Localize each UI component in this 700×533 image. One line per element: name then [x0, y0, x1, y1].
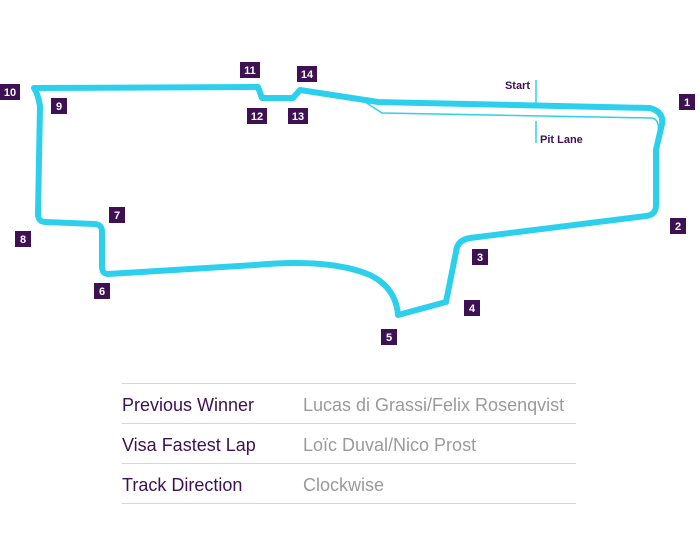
turn-marker-5: 5 — [381, 329, 397, 345]
svg-text:11: 11 — [244, 65, 256, 77]
svg-text:9: 9 — [56, 101, 62, 113]
pit-lane-line — [361, 99, 660, 151]
info-row-fastest-lap: Visa Fastest Lap Loïc Duval/Nico Prost — [122, 424, 576, 464]
svg-text:13: 13 — [292, 111, 304, 123]
start-label: Start — [505, 80, 530, 92]
info-label: Track Direction — [122, 475, 243, 495]
turn-marker-6: 6 — [94, 283, 110, 299]
track-outline — [31, 84, 666, 318]
svg-text:5: 5 — [386, 332, 392, 344]
turn-marker-4: 4 — [464, 300, 480, 316]
info-value: Lucas di Grassi/Felix Rosenqvist — [303, 395, 565, 415]
turn-marker-3: 3 — [472, 249, 488, 265]
turn-marker-12: 12 — [247, 108, 267, 124]
turn-marker-10: 10 — [0, 84, 20, 100]
svg-text:10: 10 — [4, 87, 16, 99]
pit-lane-label: Pit Lane — [540, 134, 583, 146]
info-row-track-direction: Track Direction Clockwise — [122, 464, 576, 504]
turn-marker-8: 8 — [15, 231, 31, 247]
info-value: Loïc Duval/Nico Prost — [303, 435, 477, 455]
svg-text:7: 7 — [114, 210, 120, 222]
turn-marker-1: 1 — [679, 94, 695, 110]
svg-text:4: 4 — [469, 303, 476, 315]
turn-marker-2: 2 — [670, 218, 686, 234]
turn-marker-11: 11 — [240, 62, 260, 78]
info-label: Visa Fastest Lap — [122, 435, 256, 455]
svg-text:6: 6 — [99, 286, 105, 298]
track-map: Start Pit Lane 1 2 3 4 5 6 7 8 9 10 11 1… — [0, 62, 695, 345]
info-row-previous-winner: Previous Winner Lucas di Grassi/Felix Ro… — [122, 384, 576, 424]
race-info-table: Previous Winner Lucas di Grassi/Felix Ro… — [122, 383, 576, 504]
svg-text:1: 1 — [684, 97, 690, 109]
turn-marker-14: 14 — [297, 66, 317, 82]
info-value: Clockwise — [303, 475, 385, 495]
svg-text:3: 3 — [477, 252, 483, 264]
svg-text:8: 8 — [20, 234, 26, 246]
svg-text:12: 12 — [251, 111, 263, 123]
turn-marker-9: 9 — [51, 98, 67, 114]
svg-text:2: 2 — [675, 221, 681, 233]
turn-marker-13: 13 — [288, 108, 308, 124]
turn-marker-7: 7 — [109, 207, 125, 223]
info-label: Previous Winner — [122, 395, 255, 415]
svg-text:14: 14 — [301, 69, 314, 81]
